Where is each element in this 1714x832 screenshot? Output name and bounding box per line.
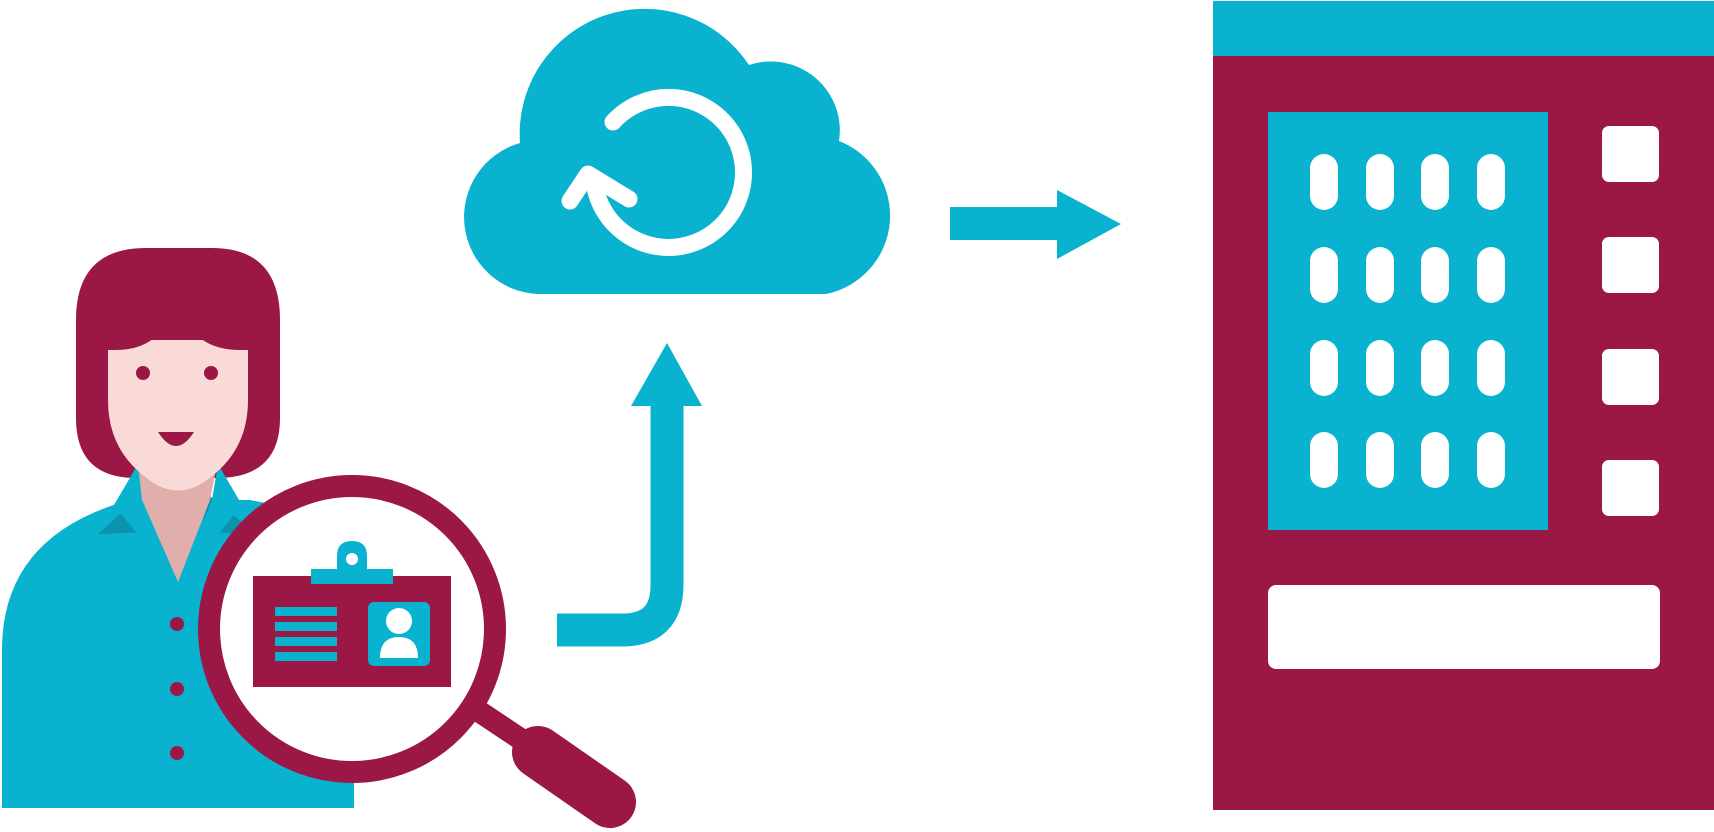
id-card-line-3 [275,637,337,646]
building-side-windows [1602,126,1659,516]
building-side-window-1 [1602,126,1659,182]
sync-icon [561,88,752,256]
shirt-button-1 [170,617,184,631]
building-window-1-3 [1421,154,1449,210]
building-windows-grid [1310,154,1505,488]
sync-arrowhead [561,165,638,210]
building-side-window-4 [1602,460,1659,516]
hair-front [108,248,248,350]
magnifier-handle [512,726,636,828]
shirt-button-2 [170,682,184,696]
building-window-1-4 [1477,154,1505,210]
smile [158,432,194,446]
building-window-2-1 [1310,247,1338,303]
left-eye [136,366,150,380]
building-window-3-1 [1310,340,1338,396]
building-window-2-3 [1421,247,1449,303]
magnifying-glass-icon [198,475,636,828]
id-card-photo-head [386,608,412,634]
id-card-line-4 [275,652,337,661]
cloud-icon [464,8,891,295]
building-window-4-2 [1366,432,1394,488]
building-door [1268,585,1660,669]
id-card-clip-hole [346,553,358,565]
sync-arc [585,88,752,256]
id-card-line-1 [275,607,337,616]
collar-right [178,464,242,584]
building-side-window-2 [1602,237,1659,293]
id-card-line-2 [275,622,337,631]
building-side-window-3 [1602,349,1659,405]
building-window-1-2 [1366,154,1394,210]
arrow-up-shaft [557,400,684,647]
building-window-1-1 [1310,154,1338,210]
collar-left [114,464,178,584]
building-window-4-3 [1421,432,1449,488]
arrow-right-shaft [950,207,1060,240]
building-window-2-4 [1477,247,1505,303]
shirt-button-3 [170,746,184,760]
building-window-4-4 [1477,432,1505,488]
neck [138,470,216,582]
building-window-2-2 [1366,247,1394,303]
building-icon [1213,1,1714,810]
building-window-3-2 [1366,340,1394,396]
id-card-icon [253,541,451,687]
right-eye [204,366,218,380]
arrow-up-head [631,343,702,406]
arrow-up-icon [557,343,702,647]
arrow-right-head [1057,190,1121,259]
arrow-right-icon [950,190,1121,259]
id-card-photo-shoulders [380,637,418,658]
cloud-shape [464,8,891,295]
building-roof [1213,1,1714,56]
building-window-4-1 [1310,432,1338,488]
building-window-3-3 [1421,340,1449,396]
building-window-3-4 [1477,340,1505,396]
